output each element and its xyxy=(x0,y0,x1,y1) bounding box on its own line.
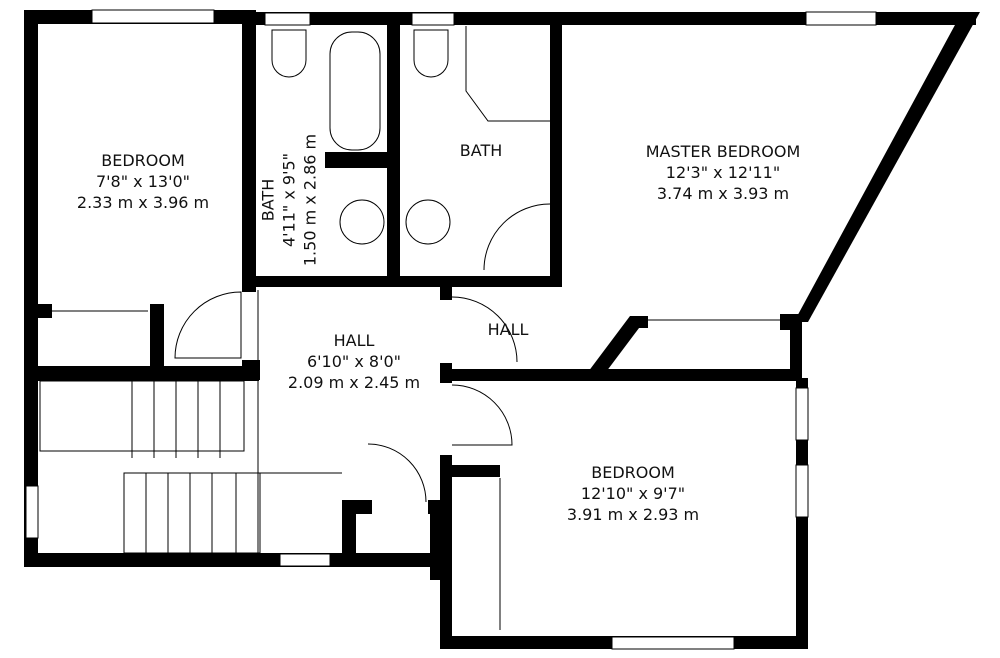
room-label-hall-2: HALL xyxy=(488,319,529,340)
room-imperial: 6'10" x 8'0" xyxy=(306,352,402,371)
room-name: HALL xyxy=(333,331,375,350)
room-label-bath-1: BATH 4'11" x 9'5" 1.50 m x 2.86 m xyxy=(258,134,321,266)
room-metric: 2.09 m x 2.45 m xyxy=(287,373,421,392)
room-imperial: 4'11" x 9'5" xyxy=(279,152,299,248)
room-name: BATH xyxy=(459,141,503,160)
room-name: HALL xyxy=(487,320,529,339)
room-label-bedroom-1: BEDROOM 7'8" x 13'0" 2.33 m x 3.96 m xyxy=(77,150,209,213)
room-label-bath-2: BATH xyxy=(460,140,502,161)
room-name: BEDROOM xyxy=(101,151,185,170)
room-name: MASTER BEDROOM xyxy=(645,142,801,161)
room-name: BATH xyxy=(258,178,278,222)
room-label-bedroom-2: BEDROOM 12'10" x 9'7" 3.91 m x 2.93 m xyxy=(567,462,699,525)
room-imperial: 12'3" x 12'11" xyxy=(665,163,781,182)
room-label-hall-1: HALL 6'10" x 8'0" 2.09 m x 2.45 m xyxy=(288,330,420,393)
stairs xyxy=(39,290,342,554)
room-imperial: 12'10" x 9'7" xyxy=(580,484,686,503)
room-metric: 2.33 m x 3.96 m xyxy=(76,193,210,212)
windows xyxy=(25,9,877,650)
fixtures xyxy=(39,26,780,630)
room-metric: 1.50 m x 2.86 m xyxy=(300,133,320,267)
room-label-master-bedroom: MASTER BEDROOM 12'3" x 12'11" 3.74 m x 3… xyxy=(646,141,801,204)
room-name: BEDROOM xyxy=(591,463,675,482)
room-metric: 3.91 m x 2.93 m xyxy=(566,505,700,524)
room-metric: 3.74 m x 3.93 m xyxy=(656,184,790,203)
room-imperial: 7'8" x 13'0" xyxy=(95,172,191,191)
